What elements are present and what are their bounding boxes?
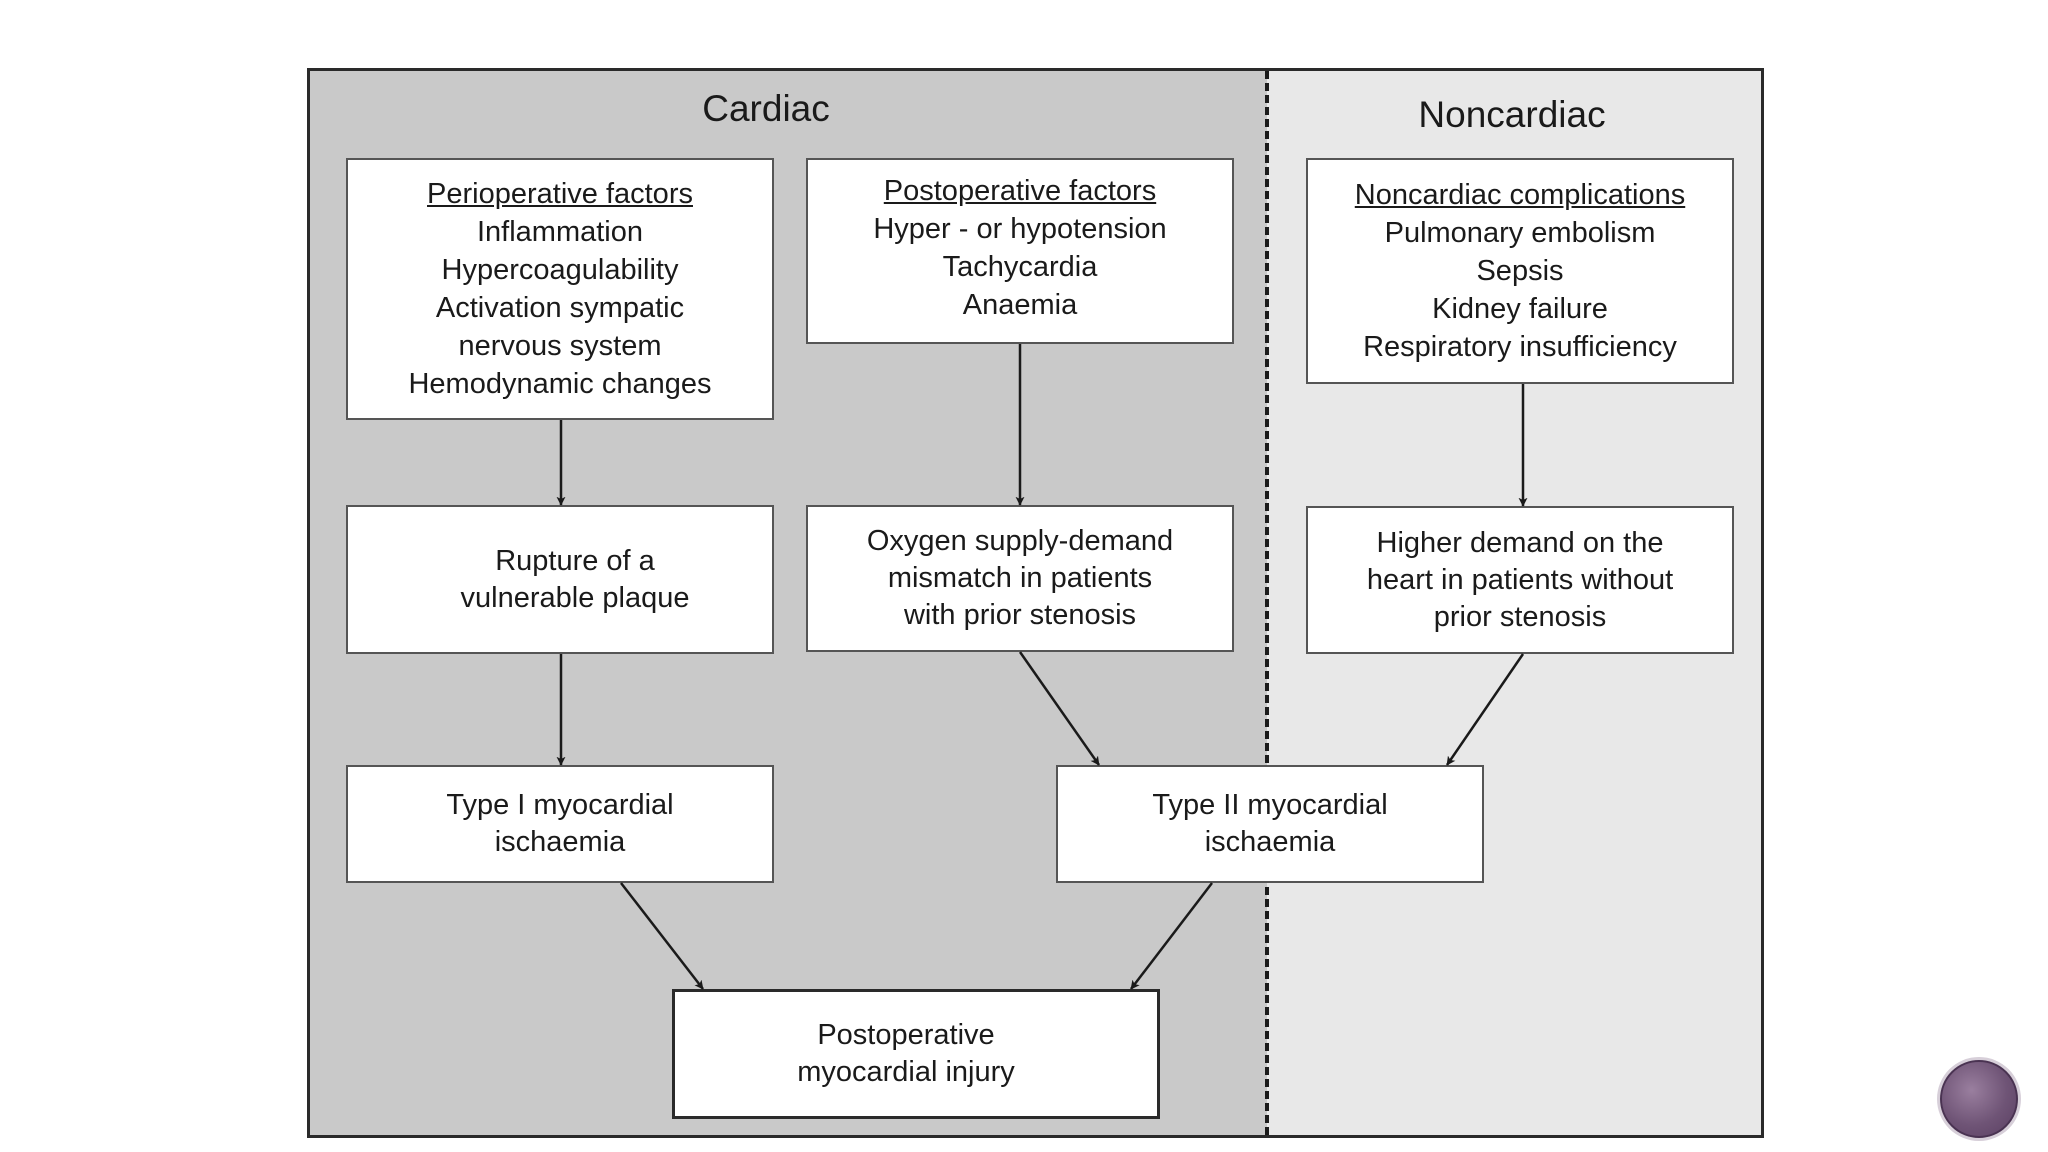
higher-demand-box: Higher demand on the heart in patients w…	[1306, 506, 1734, 654]
noncardiac-title: Noncardiac	[1418, 94, 1606, 135]
perioperative-heading: Perioperative factors	[427, 178, 693, 210]
box-line: Higher demand on the	[1376, 526, 1664, 559]
noncardiac-complications-heading: Noncardiac complications	[1354, 179, 1686, 211]
plaque-rupture-box: Rupture of a vulnerable plaque	[346, 505, 774, 654]
box-line: with prior stenosis	[903, 599, 1137, 631]
box-line: Hemodynamic changes	[408, 368, 712, 400]
box-line: Kidney failure	[1432, 293, 1608, 325]
box-line: Postoperative	[817, 1019, 995, 1051]
supply-demand-mismatch-box: Oxygen supply-demand mismatch in patient…	[806, 505, 1234, 652]
box-line: heart in patients without	[1366, 563, 1674, 596]
noncardiac-complications-box: Noncardiac complications Pulmonary embol…	[1306, 158, 1734, 384]
box-line: Type I myocardial	[446, 789, 674, 821]
type-1-ischaemia-box: Type I myocardial ischaemia	[346, 765, 774, 883]
box-line: Oxygen supply-demand	[866, 525, 1174, 557]
myocardial-injury-box: Postoperative myocardial injury	[672, 989, 1160, 1119]
box-line: ischaemia	[1204, 826, 1336, 858]
box-line: ischaemia	[494, 826, 626, 858]
box-line: Activation sympatic	[435, 292, 685, 324]
perioperative-factors-box: Perioperative factors Inflammation Hyper…	[346, 158, 774, 420]
cardiac-title: Cardiac	[702, 88, 830, 129]
box-line: Inflammation	[476, 216, 643, 248]
box-line: Rupture of a	[495, 544, 655, 577]
postoperative-heading: Postoperative factors	[883, 175, 1157, 207]
box-line: Type II myocardial	[1152, 789, 1388, 821]
type-2-ischaemia-box: Type II myocardial ischaemia	[1056, 765, 1484, 883]
box-line: prior stenosis	[1433, 600, 1607, 633]
postoperative-factors-box: Postoperative factors Hyper - or hypoten…	[806, 158, 1234, 344]
box-line: vulnerable plaque	[460, 581, 690, 614]
box-line: Hypercoagulability	[441, 254, 679, 286]
box-line: Sepsis	[1476, 255, 1564, 287]
box-line: Hyper - or hypotension	[873, 213, 1167, 245]
box-line: myocardial injury	[797, 1056, 1015, 1088]
presentation-logo-icon	[1940, 1060, 2018, 1138]
box-line: Respiratory insufficiency	[1363, 331, 1677, 363]
box-line: mismatch in patients	[887, 562, 1153, 594]
box-line: nervous system	[458, 330, 662, 362]
box-line: Tachycardia	[942, 251, 1098, 283]
box-line: Pulmonary embolism	[1384, 217, 1656, 249]
section-divider	[1265, 71, 1269, 1135]
box-line: Anaemia	[962, 289, 1078, 321]
